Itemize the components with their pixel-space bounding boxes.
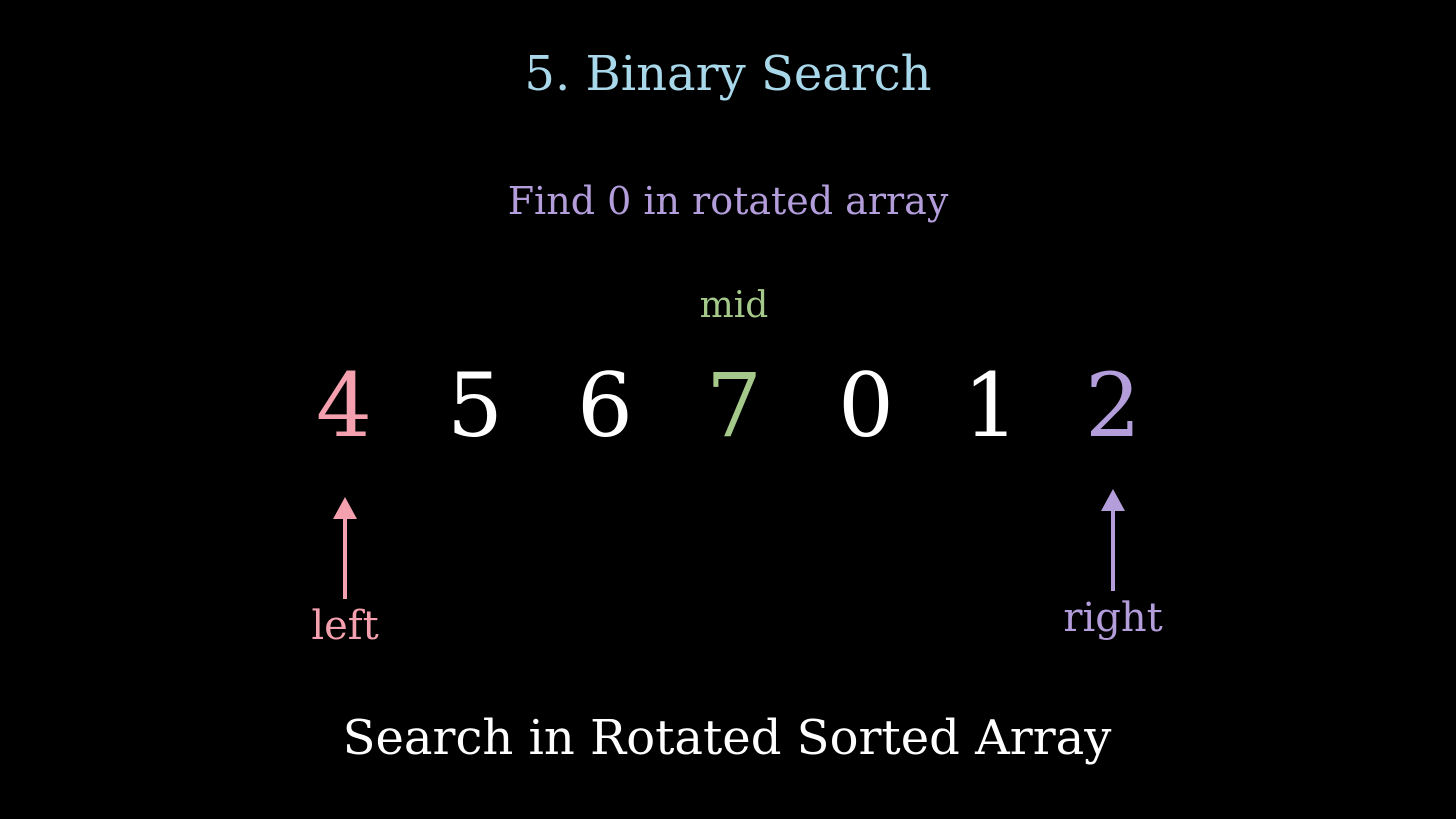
right-arrow-shaft <box>1111 509 1115 591</box>
right-arrow-head <box>1101 489 1125 511</box>
array-element-1: 5 <box>447 354 503 457</box>
mid-pointer-label: mid <box>699 285 769 326</box>
array-element-6: 2 <box>1085 354 1141 457</box>
diagram-title: 5. Binary Search <box>524 46 932 102</box>
left-pointer-label: left <box>311 603 379 649</box>
array-element-3: 7 <box>706 354 762 457</box>
left-arrow-head <box>333 497 357 519</box>
array-element-5: 1 <box>963 354 1019 457</box>
array-element-2: 6 <box>577 354 633 457</box>
left-arrow-shaft <box>343 517 347 599</box>
diagram-footer-caption: Search in Rotated Sorted Array <box>342 710 1112 766</box>
right-pointer-label: right <box>1063 595 1163 641</box>
diagram-subtitle: Find 0 in rotated array <box>507 179 949 223</box>
array-element-0: 4 <box>316 354 372 457</box>
array-element-4: 0 <box>838 354 894 457</box>
